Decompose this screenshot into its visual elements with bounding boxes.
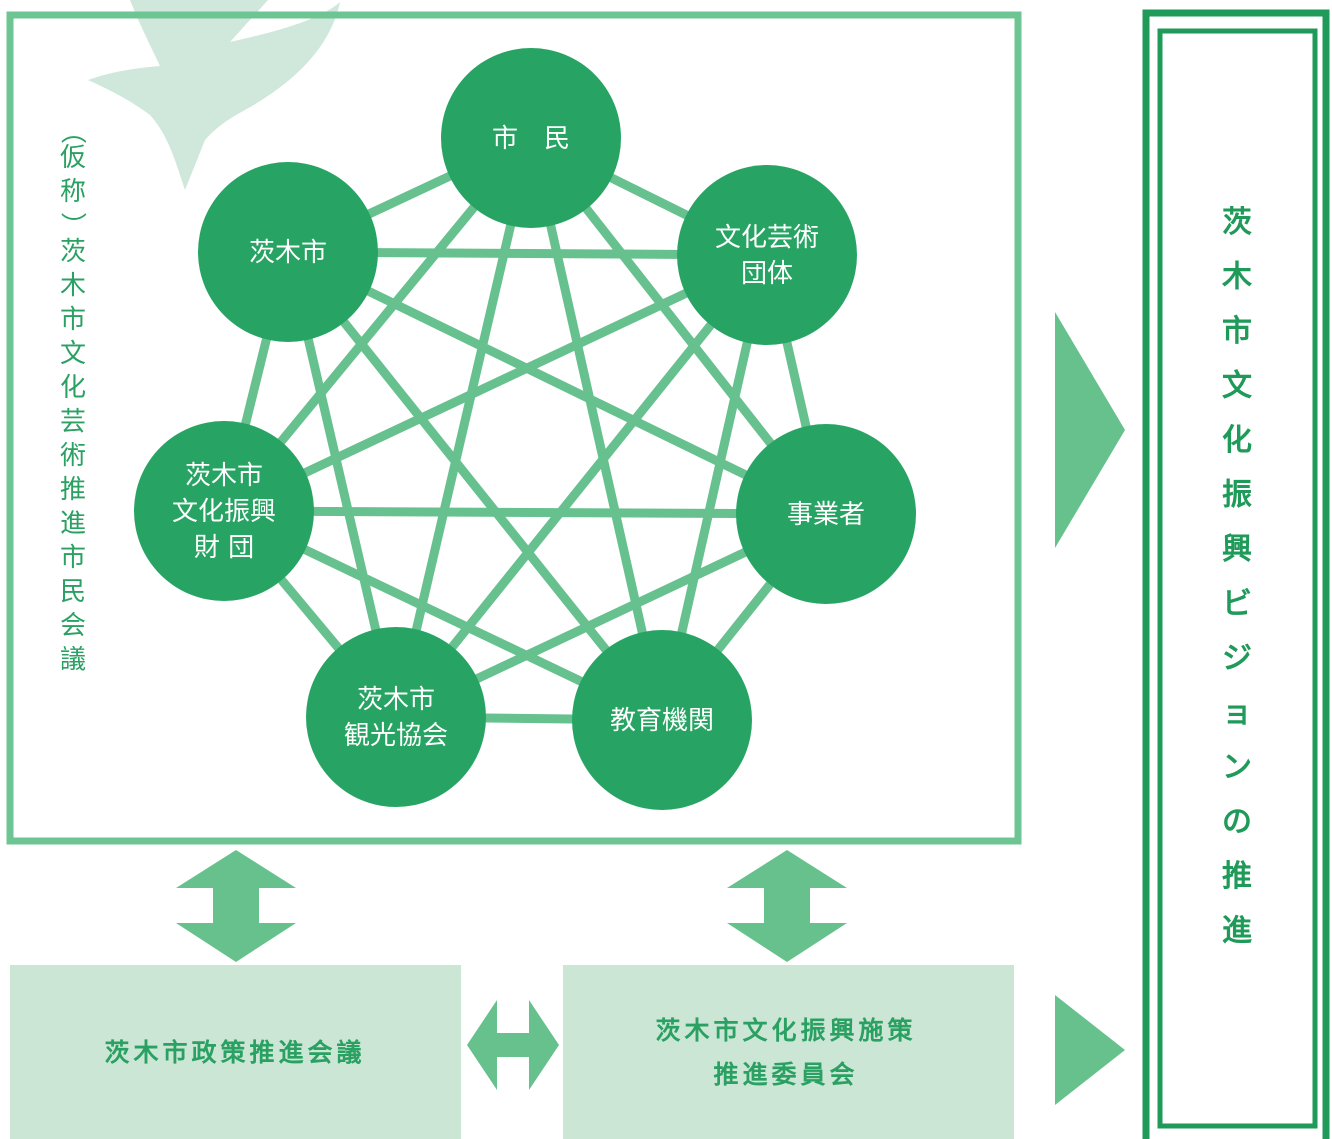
council-label-char: 仮 [60, 143, 86, 173]
vision-label-char: 振 [1222, 478, 1252, 513]
council-label-char: 進 [60, 509, 86, 539]
node-label: 教育機関 [610, 706, 714, 736]
bidirectional-arrow-left [176, 850, 296, 962]
council-frame [6, 11, 1022, 845]
promotion-committee-box [563, 965, 1014, 1139]
vision-label-char: ョ [1222, 696, 1252, 731]
node-label: 事業者 [787, 500, 865, 530]
node-ibaraki_city: 茨木市 [198, 162, 378, 342]
box-label-line: 茨木市政策推進会議 [104, 1038, 365, 1067]
council-label-char: 称 [60, 177, 86, 207]
node-label: 茨木市 [249, 238, 327, 268]
vision-label-char: 茨 [1222, 205, 1252, 240]
vision-label-char: ン [1222, 750, 1252, 785]
node-label: 市 民 [492, 124, 570, 154]
council-label-char: 化 [60, 373, 86, 403]
node-circle [677, 165, 857, 345]
bidirectional-arrow-horizontal [467, 1000, 559, 1090]
edge-jigyosha-zaidan [223, 506, 827, 519]
right-arrow-large [1055, 312, 1125, 548]
council-label-char: 芸 [60, 407, 86, 437]
bidirectional-arrow-right [727, 850, 847, 962]
node-label: 茨木市 [185, 461, 263, 491]
council-label-char: 文 [60, 339, 86, 369]
node-circle [134, 421, 314, 601]
edge-jigyosha-ibaraki_city [286, 247, 828, 519]
council-label-char: 市 [60, 543, 86, 573]
node-label: 団体 [741, 259, 793, 289]
vision-label-char: 化 [1222, 423, 1252, 458]
node-jigyosha: 事業者 [736, 424, 916, 604]
policy-council-label: 茨木市政策推進会議 [104, 1038, 365, 1067]
node-circle [306, 627, 486, 807]
node-circle [736, 424, 916, 604]
vision-outer-border [1142, 9, 1330, 1139]
vision-label-char: 推 [1222, 859, 1252, 894]
vision-label-char: 興 [1222, 532, 1252, 567]
vision-inner-border [1157, 28, 1318, 1129]
node-label: 観光協会 [344, 721, 448, 751]
box-label-line: 茨木市文化振興施策 [655, 1016, 916, 1045]
edge-bunka_geijutsu-zaidan [222, 250, 769, 516]
council-label-char: 術 [60, 441, 86, 471]
council-label-char: 推 [60, 475, 86, 505]
node-label: 文化振興 [172, 497, 276, 527]
box-label-line: 推進委員会 [713, 1060, 858, 1089]
policy-council-box [10, 965, 461, 1139]
edge-kyoiku-ibaraki_city [284, 249, 666, 723]
vision-label-char: 文 [1222, 369, 1252, 404]
vision-label-char: 進 [1222, 914, 1252, 949]
vision-label-char: 木 [1221, 260, 1252, 295]
node-circle [572, 630, 752, 810]
council-label-char: 市 [60, 305, 86, 335]
node-label: 茨木市 [357, 685, 435, 715]
council-label-char: 木 [60, 271, 86, 301]
edge-shimin-kyoiku [526, 137, 667, 721]
vision-label-char: ジ [1222, 641, 1252, 676]
node-kyoiku: 教育機関 [572, 630, 752, 810]
council-label-char: （ [57, 118, 87, 144]
bird-icon [88, 0, 340, 190]
council-label-char: 民 [60, 577, 86, 607]
vision-label-char: の [1222, 805, 1252, 840]
right-arrow-small [1055, 995, 1125, 1105]
council-label-char: ） [57, 212, 87, 238]
council-label-char: 茨 [60, 237, 86, 267]
edge-bunka_geijutsu-kanko [392, 252, 771, 720]
node-label: 文化芸術 [715, 223, 819, 253]
node-shimin: 市 民 [441, 48, 621, 228]
node-label: 財 団 [194, 533, 254, 563]
council-label-char: 会 [60, 611, 86, 641]
node-circle [198, 162, 378, 342]
vision-label-char: ビ [1222, 587, 1252, 622]
node-circle [441, 48, 621, 228]
vision-label-char: 市 [1222, 314, 1252, 349]
edge-shimin-kanko [391, 136, 536, 719]
council-label-char: 議 [60, 645, 86, 675]
